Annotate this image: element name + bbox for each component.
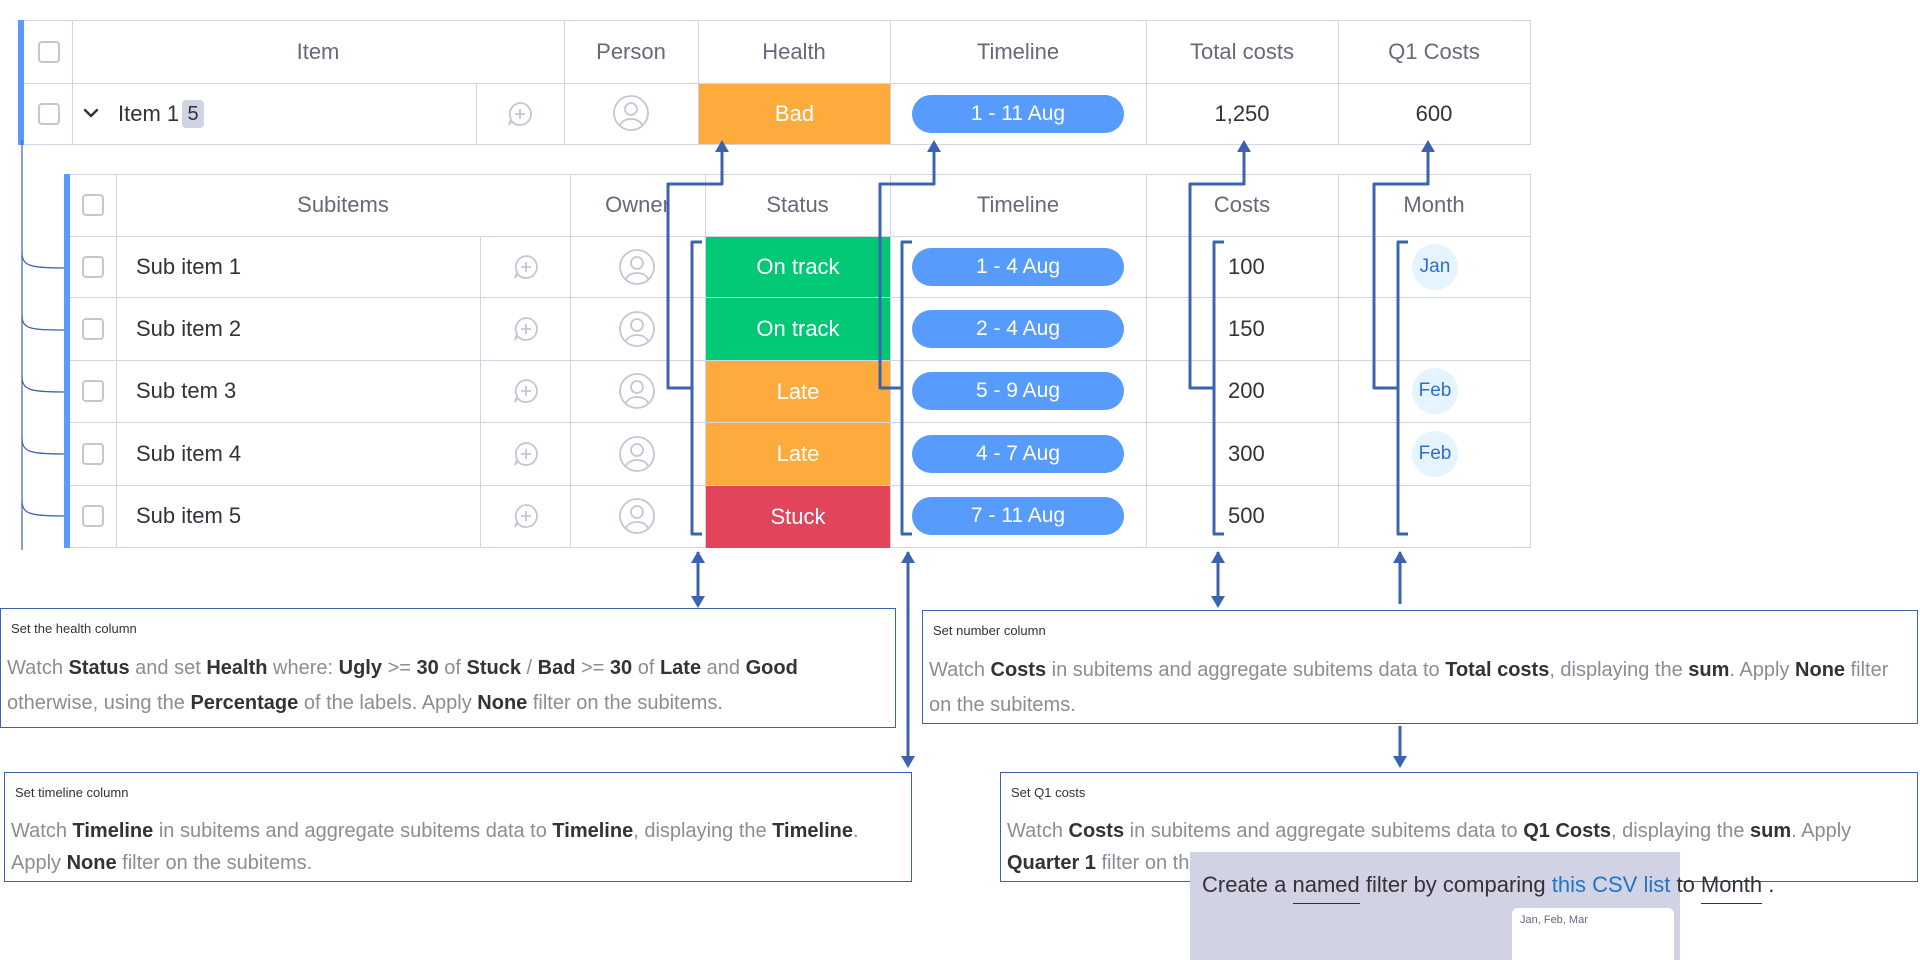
subitem-count-badge[interactable]: 5 [182,100,204,128]
header-total-costs[interactable]: Total costs [1190,38,1294,64]
add-update-icon[interactable] [512,502,540,530]
box-title: Set number column [933,623,1046,638]
cost-value[interactable]: 200 [1228,378,1265,403]
subitems-color-bar [64,174,70,548]
status-cell[interactable]: On track [706,237,890,297]
timeline-pill[interactable]: 2 - 4 Aug [912,310,1124,348]
box-title: Set Q1 costs [1011,785,1086,800]
header-health[interactable]: Health [762,38,826,64]
cost-value[interactable]: 150 [1228,315,1265,341]
add-update-icon[interactable] [512,440,540,468]
subitem-tree-lines [21,140,65,550]
box-title: Set timeline column [15,785,129,800]
header-item[interactable]: Item [296,38,340,64]
month-chip[interactable]: Feb [1412,431,1458,477]
subitem-checkbox[interactable] [82,380,104,402]
timeline-annotation-box: Set timeline column Watch Timeline in su… [4,772,912,882]
subitem-name[interactable]: Sub item 5 [136,503,242,528]
header-subitems[interactable]: Subitems [297,192,389,217]
number-annotation-box: Set number column Watch Costs in subitem… [922,610,1918,724]
header-status[interactable]: Status [766,192,829,217]
timeline-pill[interactable]: 1 - 4 Aug [912,248,1124,286]
subitem-name[interactable]: Sub tem 3 [136,378,237,403]
subitem-checkbox[interactable] [82,256,104,278]
header-person[interactable]: Person [596,38,666,64]
total-costs-value[interactable]: 1,250 [1214,100,1270,126]
header-timeline[interactable]: Timeline [976,38,1060,64]
timeline-pill[interactable]: 1 - 11 Aug [912,95,1124,133]
item-checkbox[interactable] [38,103,60,125]
month-chip[interactable]: Feb [1412,368,1458,414]
q1-costs-value[interactable]: 600 [1415,100,1453,126]
csv-list-link[interactable]: this CSV list [1551,872,1671,897]
subitem-name[interactable]: Sub item 4 [136,440,242,466]
box-description: Watch Timeline in subitems and aggregate… [11,820,859,874]
named-filter-popup: Create a named filter by comparing this … [1190,852,1774,960]
select-all-checkbox[interactable] [38,41,60,63]
header-q1-costs[interactable]: Q1 Costs [1388,38,1480,64]
health-annotation-box: Set the health column Watch Status and s… [0,608,896,728]
header-month[interactable]: Month [1403,192,1465,217]
filter-type-dropdown[interactable]: named [1292,872,1360,904]
owner-avatar-icon[interactable] [618,497,656,535]
box-description: Watch Costs in subitems and aggregate su… [929,659,1889,716]
status-cell[interactable]: Stuck [706,486,890,548]
subitem-checkbox[interactable] [82,318,104,340]
owner-avatar-icon[interactable] [618,372,656,410]
subitem-name[interactable]: Sub item 2 [136,315,242,341]
box-description: Watch Status and set Health where: Ugly … [7,657,798,714]
month-chip[interactable]: Jan [1412,244,1458,290]
owner-avatar-icon[interactable] [618,310,656,348]
subitem-name[interactable]: Sub item 1 [136,253,242,279]
csv-list-input[interactable]: Jan, Feb, Mar [1512,908,1674,960]
health-status-cell[interactable]: Bad [699,84,890,144]
header-costs[interactable]: Costs [1213,192,1271,217]
filter-sentence: Create a named filter by comparing this … [1202,872,1774,904]
subitems-select-all-checkbox[interactable] [82,194,104,216]
subitem-checkbox[interactable] [82,443,104,465]
add-update-icon[interactable] [512,253,540,281]
add-update-icon[interactable] [512,377,540,405]
box-title: Set the health column [11,621,137,636]
cost-value[interactable]: 500 [1228,503,1265,528]
status-cell[interactable]: On track [706,298,890,360]
item-name[interactable]: Item 1 [118,100,180,126]
subitem-checkbox[interactable] [82,505,104,527]
csv-list-value: Jan, Feb, Mar [1520,914,1588,926]
status-cell[interactable]: Late [706,423,890,485]
cost-value[interactable]: 300 [1228,440,1265,466]
status-cell[interactable]: Late [706,361,890,422]
header-owner[interactable]: Owner [605,192,670,217]
timeline-pill[interactable]: 5 - 9 Aug [912,372,1124,410]
timeline-pill[interactable]: 7 - 11 Aug [912,497,1124,535]
person-avatar-icon[interactable] [612,94,650,132]
cost-value[interactable]: 100 [1228,253,1265,279]
month-column-dropdown[interactable]: Month [1700,872,1763,904]
add-update-icon[interactable] [512,315,540,343]
owner-avatar-icon[interactable] [618,435,656,473]
timeline-pill[interactable]: 4 - 7 Aug [912,435,1124,473]
owner-avatar-icon[interactable] [618,248,656,286]
header-sub-timeline[interactable]: Timeline [976,192,1060,217]
add-update-icon[interactable] [506,100,534,128]
chevron-down-icon[interactable] [82,104,100,122]
group-color-bar [18,20,24,145]
